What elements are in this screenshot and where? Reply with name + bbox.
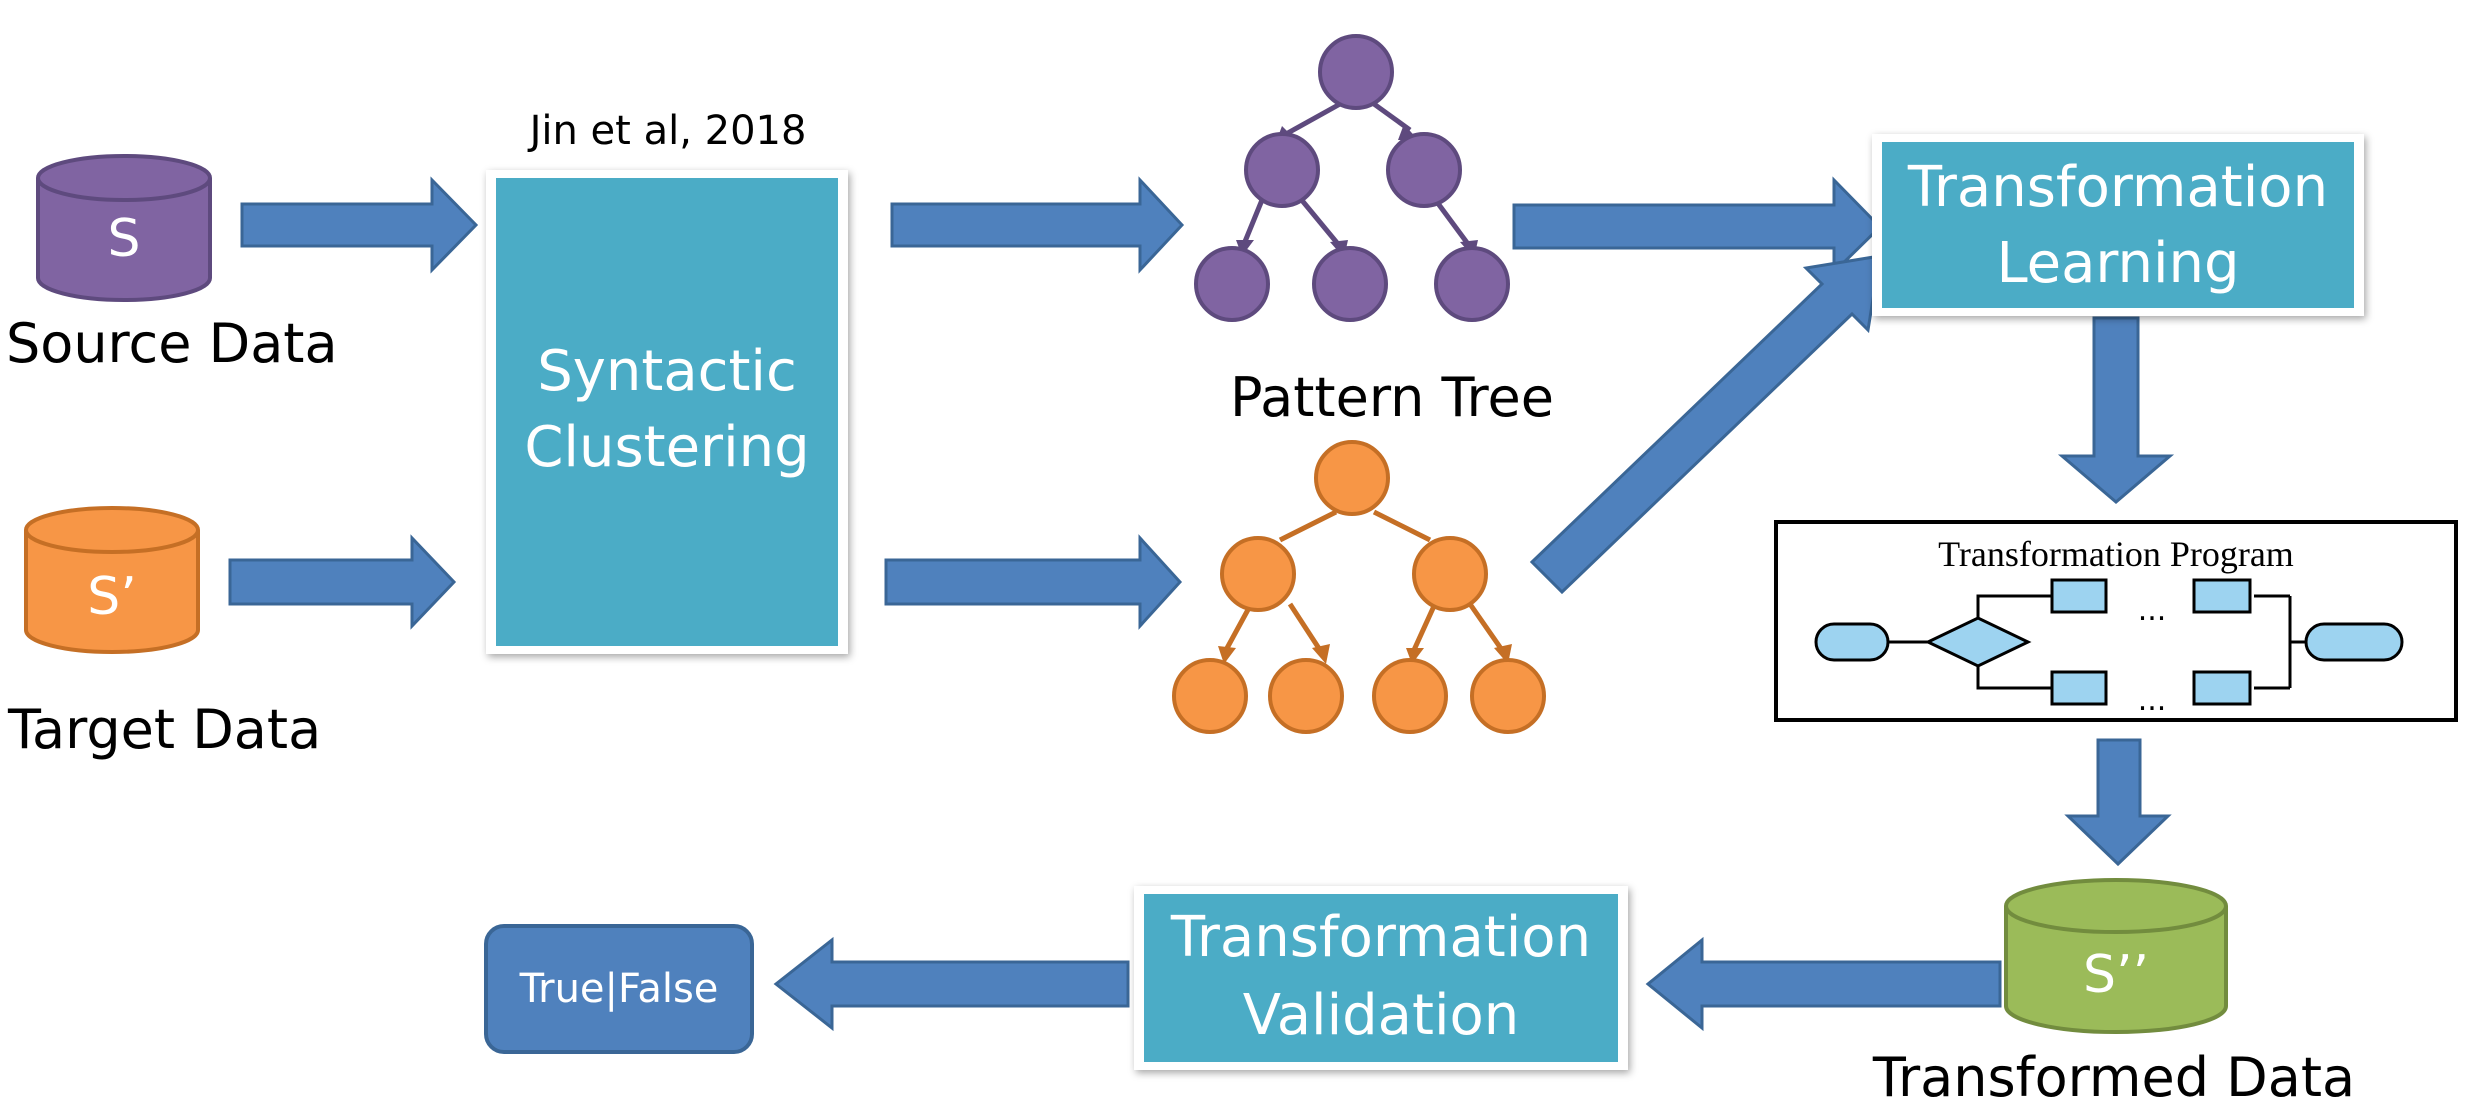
clustering-line2: Clustering xyxy=(524,415,809,480)
program-step xyxy=(2050,578,2108,614)
program-start-terminal xyxy=(1814,622,1890,662)
result-label: True|False xyxy=(519,966,719,1012)
program-ellipsis-top: ... xyxy=(2138,593,2167,628)
program-title: Transformation Program xyxy=(1938,534,2294,574)
clustering-line1: Syntactic xyxy=(537,339,797,404)
source-caption: Source Data xyxy=(6,312,338,375)
target-caption: Target Data xyxy=(7,698,321,761)
target-db-icon: S’ xyxy=(24,506,200,654)
tree-node xyxy=(1372,658,1448,734)
program-step xyxy=(2192,670,2252,706)
learning-line2: Learning xyxy=(1996,231,2239,296)
pattern-tree-caption: Pattern Tree xyxy=(1230,366,1554,429)
tree-node xyxy=(1244,132,1320,208)
transformation-program-panel: Transformation Program ... ... xyxy=(1774,520,2458,722)
transformed-db-icon: S’’ xyxy=(2004,878,2228,1034)
arrow-target-to-clustering xyxy=(228,534,457,630)
purple-pattern-tree xyxy=(1194,34,1510,322)
target-db-label: S’ xyxy=(87,567,137,627)
tree-node xyxy=(1470,658,1546,734)
program-decision-diamond xyxy=(1924,616,2032,668)
transformed-caption: Transformed Data xyxy=(1872,1046,2355,1104)
tree-node xyxy=(1312,246,1388,322)
arrow-program-to-transformed xyxy=(2064,738,2172,867)
tree-node xyxy=(1220,536,1296,612)
program-step xyxy=(2050,670,2108,706)
clustering-box: Syntactic Clustering xyxy=(486,170,848,654)
validation-box: Transformation Validation xyxy=(1134,886,1628,1070)
result-box: True|False xyxy=(484,924,754,1054)
program-end-terminal xyxy=(2304,622,2404,662)
citation-text: Jin et al, 2018 xyxy=(527,108,807,154)
arrow-transformed-to-validation xyxy=(1645,936,2002,1032)
tree-node xyxy=(1172,658,1248,734)
tree-node xyxy=(1194,246,1270,322)
arrow-clustering-to-purple-tree xyxy=(890,176,1185,274)
tree-node xyxy=(1314,440,1390,516)
source-db-icon: S xyxy=(36,154,212,302)
tree-node xyxy=(1268,658,1344,734)
arrow-learning-to-program xyxy=(2057,316,2175,504)
arrow-source-to-clustering xyxy=(240,176,479,274)
program-step xyxy=(2192,578,2252,614)
learning-box: Transformation Learning xyxy=(1872,134,2364,316)
tree-node xyxy=(1386,132,1462,208)
validation-line2: Validation xyxy=(1243,983,1520,1048)
arrows xyxy=(228,176,2175,1032)
orange-pattern-tree xyxy=(1172,440,1546,734)
arrow-validation-to-result xyxy=(773,936,1130,1032)
learning-line1: Transformation xyxy=(1907,155,2328,220)
tree-node xyxy=(1434,246,1510,322)
arrow-clustering-to-orange-tree xyxy=(884,534,1183,630)
transformed-db-label: S’’ xyxy=(2083,945,2149,1005)
source-db-label: S xyxy=(107,209,140,269)
program-ellipsis-bottom: ... xyxy=(2138,683,2167,718)
validation-line1: Transformation xyxy=(1170,905,1591,970)
tree-node xyxy=(1318,34,1394,110)
tree-node xyxy=(1412,536,1488,612)
arrow-purple-tree-to-learning xyxy=(1512,176,1883,276)
